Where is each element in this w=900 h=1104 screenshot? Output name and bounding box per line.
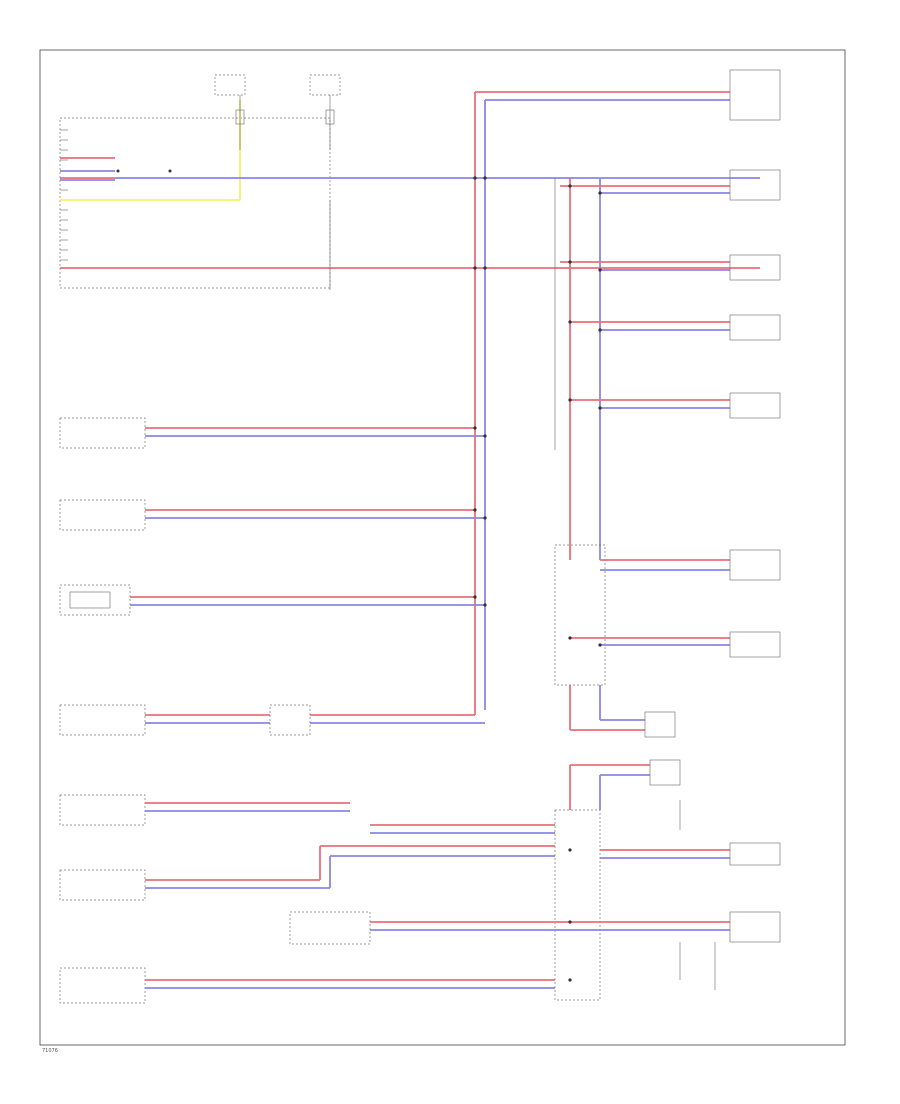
diagram-frame	[39, 49, 846, 1046]
top-trunk	[474, 91, 730, 710]
right-module-rows	[560, 69, 781, 738]
top-fuse-group	[214, 74, 341, 290]
junction-dots	[473, 176, 602, 982]
top-left-connector	[59, 100, 760, 289]
left-module-rows	[59, 417, 555, 1004]
page-code: 71076	[42, 1048, 58, 1054]
right-trunk	[554, 178, 606, 730]
bottom-gateway	[289, 759, 781, 1001]
